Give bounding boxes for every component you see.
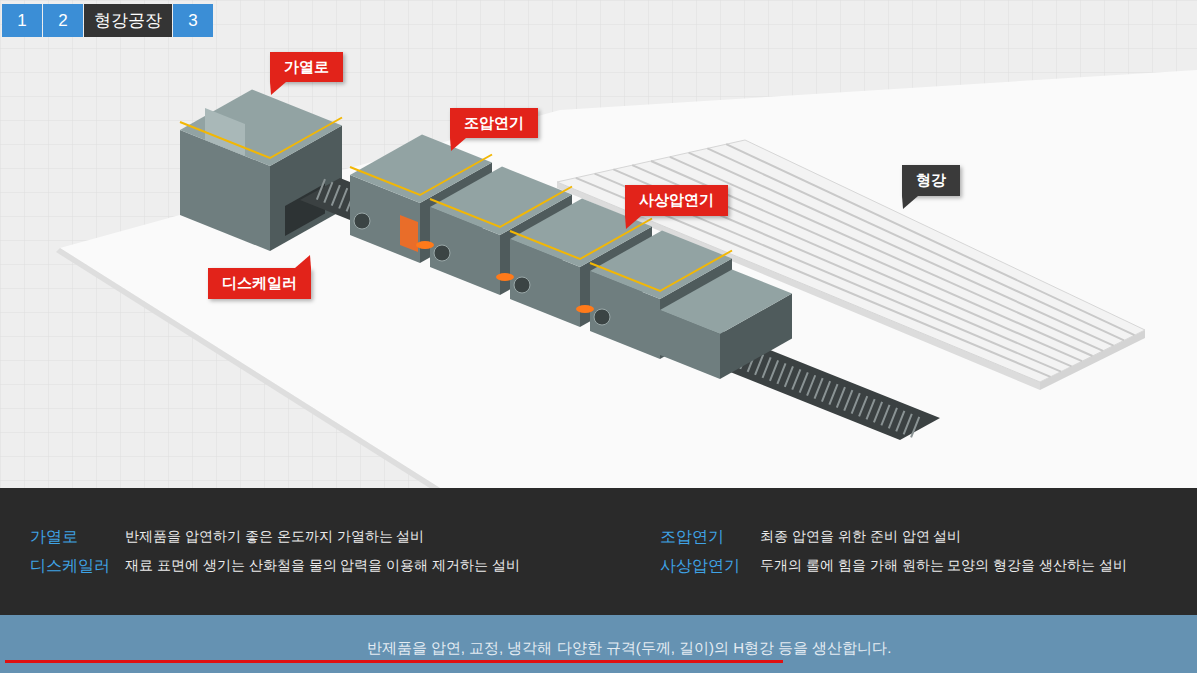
hot-steel bbox=[576, 305, 594, 313]
tab-text: 2 bbox=[58, 11, 67, 31]
progress-bar bbox=[5, 660, 783, 663]
hot-steel bbox=[496, 273, 514, 281]
callout-text: 디스케일러 bbox=[222, 274, 297, 293]
callout-text: 가열로 bbox=[284, 58, 329, 77]
drive-motor bbox=[594, 309, 610, 325]
callout-text: 조압연기 bbox=[464, 114, 524, 133]
equipment-description: 재료 표면에 생기는 산화철을 물의 압력을 이용해 제거하는 설비 bbox=[125, 557, 520, 575]
equipment-description: 두개의 롤에 힘을 가해 원하는 모양의 형강을 생산하는 설비 bbox=[760, 557, 1127, 575]
background-grid bbox=[0, 0, 1197, 488]
callout-box: 조압연기 bbox=[450, 108, 538, 138]
description-panel bbox=[0, 488, 1197, 615]
active-page-tab: 형강공장 bbox=[84, 4, 172, 37]
callout-tail bbox=[270, 82, 286, 96]
callout-tail bbox=[625, 216, 641, 230]
equipment-name: 디스케일러 bbox=[30, 556, 110, 577]
callout-tail bbox=[902, 196, 918, 210]
floor-edge bbox=[56, 248, 440, 492]
tab-text: 3 bbox=[188, 11, 197, 31]
callout-box: 형강 bbox=[902, 165, 960, 196]
callout-tail-shape bbox=[270, 82, 286, 95]
section-steel-bar bbox=[576, 178, 1051, 377]
section-steel-rack bbox=[557, 140, 1145, 382]
equipment-description: 반제품을 압연하기 좋은 온도까지 가열하는 설비 bbox=[125, 528, 424, 546]
callout-tail-shape bbox=[295, 255, 311, 268]
hot-steel bbox=[416, 241, 434, 249]
page-tab: 3 bbox=[173, 4, 213, 37]
tab-text: 1 bbox=[17, 11, 26, 31]
callout-tail bbox=[450, 138, 466, 152]
callout-text: 사상압연기 bbox=[639, 191, 714, 210]
drive-motor bbox=[434, 245, 450, 261]
equipment-name: 가열로 bbox=[30, 527, 78, 548]
callout-tail-shape bbox=[450, 138, 466, 151]
equipment-name: 사상압연기 bbox=[660, 556, 740, 577]
furnace-hood bbox=[205, 108, 245, 156]
callout-box: 디스케일러 bbox=[208, 268, 311, 299]
equipment-name: 조압연기 bbox=[660, 527, 724, 548]
hot-glow bbox=[400, 215, 418, 252]
page-tab: 1 bbox=[2, 4, 42, 37]
drive-motor bbox=[514, 277, 530, 293]
rollers bbox=[320, 189, 920, 429]
callout-box: 가열로 bbox=[270, 52, 343, 82]
safety-railing bbox=[180, 118, 342, 159]
page-tab: 2 bbox=[43, 4, 83, 37]
background bbox=[0, 0, 1197, 488]
caption-band bbox=[0, 615, 1197, 673]
drive-motor bbox=[354, 213, 370, 229]
equipment-description: 최종 압연을 위한 준비 압연 설비 bbox=[760, 528, 961, 546]
callout-tail-shape bbox=[902, 196, 918, 209]
furnace-pillar bbox=[186, 140, 187, 200]
exit-machine-top bbox=[660, 270, 792, 335]
callout-text: 형강 bbox=[916, 171, 946, 190]
floor-platform bbox=[60, 70, 1197, 488]
tab-text: 형강공장 bbox=[94, 9, 162, 32]
caption-text: 반제품을 압연, 교정, 냉각해 다양한 규격(두께, 길이)의 H형강 등을 … bbox=[367, 639, 892, 658]
furnace-top bbox=[180, 90, 342, 167]
callout-tail bbox=[295, 255, 311, 269]
callout-tail-shape bbox=[625, 216, 641, 229]
callout-box: 사상압연기 bbox=[625, 185, 728, 216]
